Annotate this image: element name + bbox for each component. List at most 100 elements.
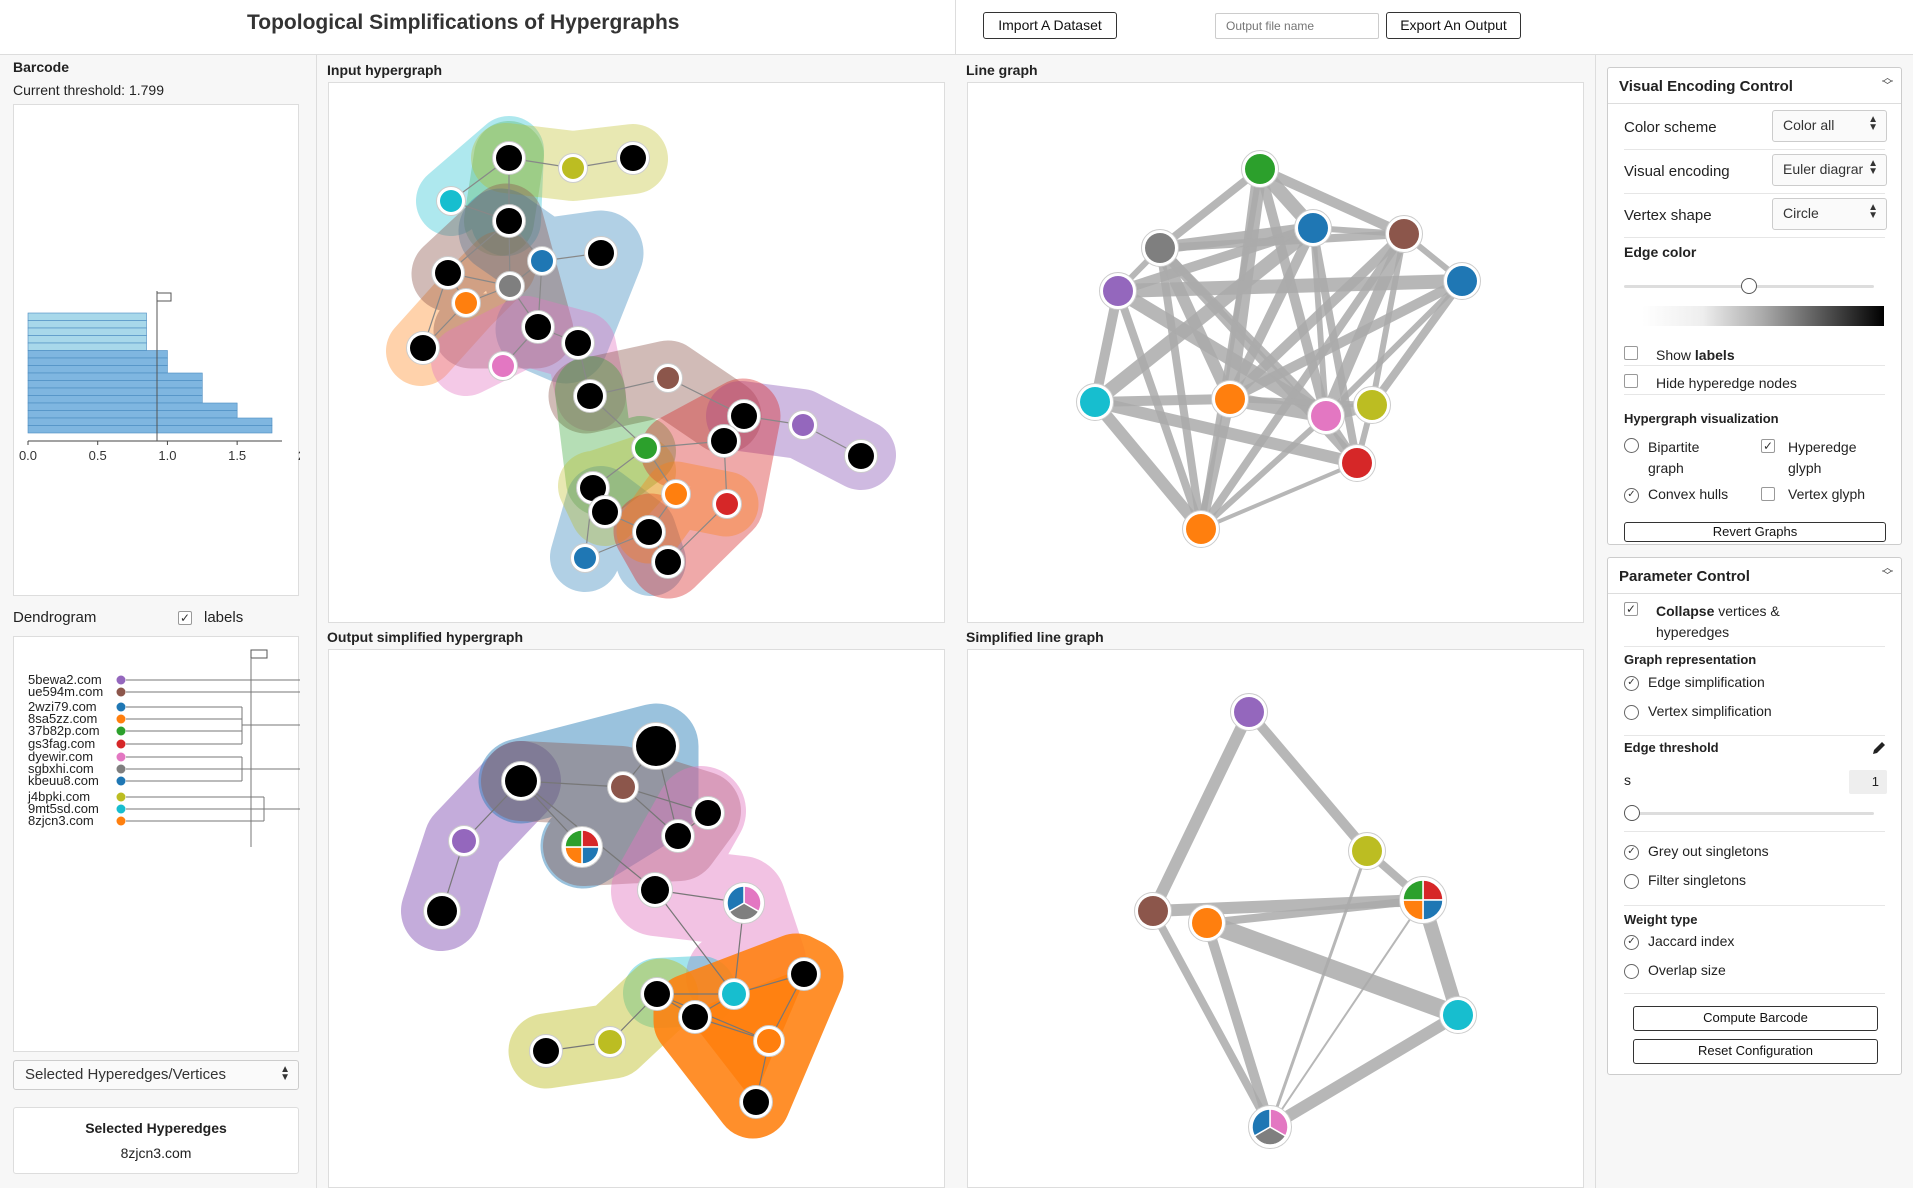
hyperedge-glyph-checkbox[interactable]: ✓: [1761, 439, 1775, 453]
simplified-line-edge[interactable]: [1269, 899, 1424, 1128]
vertex-simplification-radio[interactable]: [1624, 705, 1639, 720]
dendrogram-label[interactable]: gs3fag.com: [28, 736, 95, 751]
s-slider-handle[interactable]: [1624, 805, 1640, 821]
line-graph-edge[interactable]: [1111, 284, 1333, 423]
convex-hulls-radio[interactable]: ✓: [1624, 488, 1639, 503]
barcode-bar[interactable]: [27, 425, 273, 434]
input-hypergraph-svg[interactable]: [329, 83, 946, 624]
hide-hyperedge-nodes-checkbox[interactable]: [1624, 374, 1638, 388]
dendrogram-label[interactable]: 37b82p.com: [28, 723, 100, 738]
selected-type-select[interactable]: Selected Hyperedges/Vertices▲▼: [13, 1060, 299, 1090]
dendrogram-dot[interactable]: [116, 726, 126, 736]
line-graph-edge[interactable]: [1199, 461, 1359, 531]
dendrogram-label[interactable]: sgbxhi.com: [28, 761, 94, 776]
line-graph-edge[interactable]: [1156, 244, 1205, 533]
simplified-line-edge[interactable]: [1268, 849, 1369, 1129]
barcode-chart[interactable]: 0.00.51.01.52.02.53.0∞: [14, 105, 300, 597]
line-graph-edge[interactable]: [1227, 396, 1375, 408]
dendrogram-label[interactable]: 5bewa2.com: [28, 672, 102, 687]
line-graph-edge[interactable]: [1089, 396, 1207, 535]
dendrogram-dot[interactable]: [116, 804, 126, 814]
collapse-caret-icon[interactable]: ︿﹀: [1882, 562, 1893, 582]
simplified-line-edge[interactable]: [1149, 907, 1274, 1131]
simplified-line-graph-svg[interactable]: [968, 650, 1585, 1188]
dendrogram-label[interactable]: dyewir.com: [28, 749, 93, 764]
dendrogram-label[interactable]: 2wzi79.com: [28, 699, 97, 714]
line-graph-edge[interactable]: [1154, 242, 1236, 405]
dendrogram-dot[interactable]: [116, 792, 126, 802]
line-graph-edge[interactable]: [1156, 230, 1408, 252]
barcode-bar[interactable]: [27, 327, 147, 336]
barcode-bar[interactable]: [27, 417, 273, 426]
line-graph-edge[interactable]: [1255, 164, 1409, 239]
edge-color-slider-handle[interactable]: [1741, 278, 1757, 294]
dendrogram-dot[interactable]: [116, 714, 126, 724]
simplified-line-edge[interactable]: [1203, 896, 1427, 927]
reset-configuration-button[interactable]: Reset Configuration: [1633, 1039, 1878, 1064]
barcode-bar[interactable]: [27, 410, 238, 419]
dendrogram-flag[interactable]: [250, 649, 268, 659]
dendrogram-label[interactable]: 8zjcn3.com: [28, 813, 94, 828]
hull-pink[interactable]: [431, 296, 626, 431]
compute-barcode-button[interactable]: Compute Barcode: [1633, 1006, 1878, 1031]
dendrogram-dot[interactable]: [116, 752, 126, 762]
import-dataset-button[interactable]: Import A Dataset: [983, 12, 1117, 39]
pencil-icon[interactable]: [1871, 740, 1887, 756]
dendrogram-label[interactable]: 8sa5zz.com: [28, 711, 97, 726]
dendrogram-label[interactable]: ue594m.com: [28, 684, 103, 699]
collapse-checkbox[interactable]: ✓: [1624, 602, 1638, 616]
line-graph-edge[interactable]: [1088, 221, 1320, 409]
simplified-line-edge[interactable]: [1202, 918, 1275, 1132]
line-graph-edge[interactable]: [1368, 277, 1466, 409]
input-hypergraph-view[interactable]: [328, 82, 945, 623]
dendrogram-dot[interactable]: [116, 816, 126, 826]
line-graph-edge[interactable]: [1114, 287, 1205, 533]
line-graph-edge[interactable]: [1310, 225, 1329, 419]
out-hull-blue[interactable]: [478, 703, 699, 889]
barcode-bar[interactable]: [27, 320, 147, 329]
export-output-button[interactable]: Export An Output: [1386, 12, 1521, 39]
dendrogram-dot[interactable]: [116, 739, 126, 749]
simplified-line-edge[interactable]: [1147, 706, 1255, 917]
simplified-line-graph-view[interactable]: [967, 649, 1584, 1188]
barcode-bar[interactable]: [27, 365, 168, 374]
simplified-line-edge[interactable]: [1244, 707, 1372, 856]
vertex-glyph-checkbox[interactable]: [1761, 487, 1775, 501]
barcode-bar[interactable]: [27, 402, 238, 411]
labels-checkbox[interactable]: ✓: [178, 611, 192, 625]
overlap-size-radio[interactable]: [1624, 964, 1639, 979]
dendrogram-chart[interactable]: 5bewa2.comue594m.com2wzi79.com8sa5zz.com…: [14, 637, 300, 1053]
s-slider-track[interactable]: [1624, 812, 1874, 815]
dendrogram-label[interactable]: j4bpki.com: [27, 789, 90, 804]
simplified-line-edge[interactable]: [1264, 1009, 1464, 1133]
line-graph-edge[interactable]: [1196, 394, 1235, 534]
filter-singletons-radio[interactable]: [1624, 874, 1639, 889]
edge-simplification-radio[interactable]: ✓: [1624, 676, 1639, 691]
dendrogram-label[interactable]: 9mt5sd.com: [28, 801, 99, 816]
output-hypergraph-view[interactable]: [328, 649, 945, 1188]
show-labels-checkbox[interactable]: [1624, 346, 1638, 360]
color-scheme-select[interactable]: Color all▲▼: [1772, 110, 1887, 142]
threshold-flag[interactable]: [156, 292, 172, 302]
grey-out-singletons-radio[interactable]: ✓: [1624, 845, 1639, 860]
line-graph-edge[interactable]: [1198, 413, 1329, 532]
dendrogram-dot[interactable]: [116, 687, 126, 697]
visual-encoding-select[interactable]: Euler diagram▲▼: [1772, 154, 1887, 186]
dendrogram-dot[interactable]: [116, 776, 126, 786]
barcode-bar[interactable]: [27, 357, 168, 366]
line-graph-edge[interactable]: [1323, 278, 1465, 419]
barcode-bar[interactable]: [27, 395, 203, 404]
collapse-caret-icon[interactable]: ︿﹀: [1882, 72, 1893, 92]
output-hypergraph-svg[interactable]: [329, 650, 946, 1188]
barcode-bar[interactable]: [27, 335, 147, 344]
dendrogram-dot[interactable]: [116, 702, 126, 712]
barcode-bar[interactable]: [27, 380, 203, 389]
simplified-line-edge[interactable]: [1198, 914, 1467, 1024]
vertex-shape-select[interactable]: Circle▲▼: [1772, 198, 1887, 230]
jaccard-index-radio[interactable]: ✓: [1624, 935, 1639, 950]
line-graph-svg[interactable]: [968, 83, 1585, 624]
output-filename-input[interactable]: [1215, 13, 1379, 39]
revert-graphs-button[interactable]: Revert Graphs: [1624, 522, 1886, 542]
bipartite-graph-radio[interactable]: [1624, 438, 1639, 453]
line-graph-view[interactable]: [967, 82, 1584, 623]
